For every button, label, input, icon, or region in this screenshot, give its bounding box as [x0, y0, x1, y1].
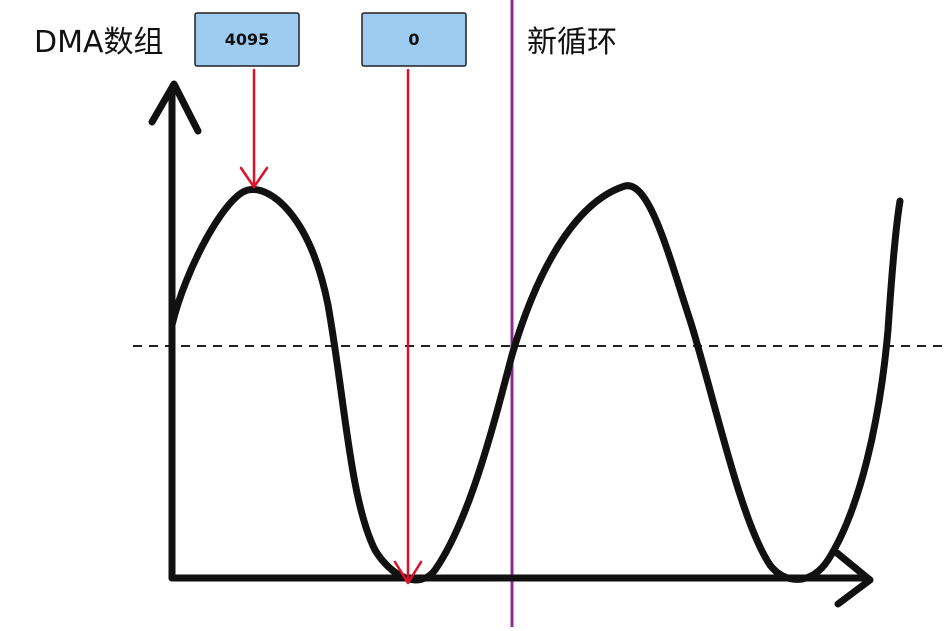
axes: [148, 80, 874, 608]
min-value-marker: 0: [361, 12, 467, 67]
y-axis-label: DMA数组: [34, 25, 164, 60]
x-axis-arrowhead: [833, 549, 874, 608]
min-value-box: [361, 12, 467, 67]
y-axis-arrowhead: [148, 80, 202, 135]
min-pointer-arrowhead: [393, 560, 423, 585]
min-value-label: 0: [408, 30, 419, 49]
max-value-marker: 4095: [194, 12, 300, 67]
new-cycle-label: 新循环: [527, 25, 617, 60]
waveform-curve: [168, 182, 904, 584]
max-value-box: [194, 12, 300, 67]
pointer-arrows: [239, 68, 423, 585]
max-value-label: 4095: [225, 30, 270, 49]
max-pointer-arrowhead: [239, 166, 269, 189]
